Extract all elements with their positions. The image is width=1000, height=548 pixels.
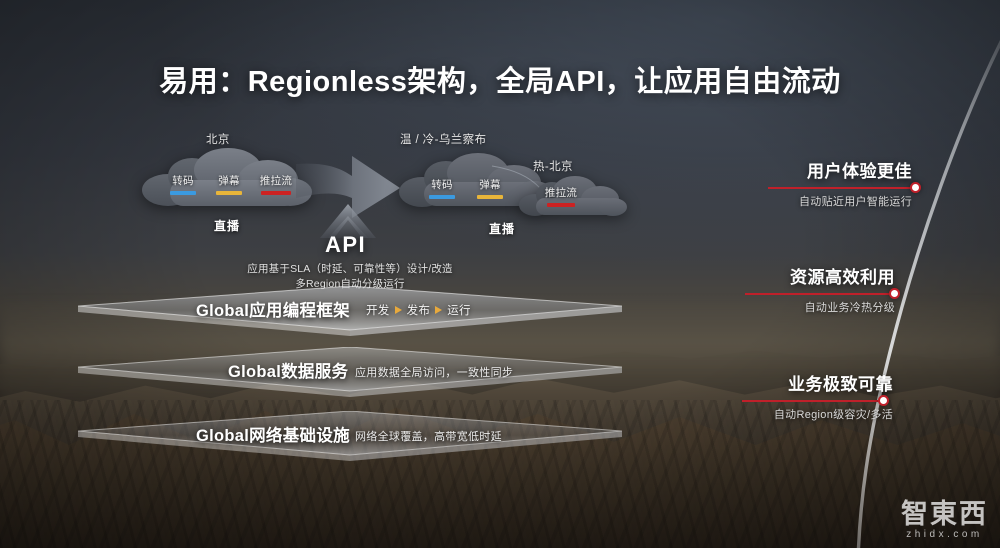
benefit-1: 资源高效利用 自动业务冷热分级 <box>675 263 895 315</box>
flow-step-2: 运行 <box>447 305 471 317</box>
target-secondary-region-label: 热-北京 <box>533 161 573 173</box>
target-primary-chip-1-label: 弹幕 <box>479 179 501 191</box>
watermark-cn-text: 智東西 <box>901 499 988 529</box>
source-chip-0: 转码 <box>166 173 200 195</box>
benefit-1-connector <box>745 293 895 295</box>
source-chip-1: 弹幕 <box>212 173 246 195</box>
source-region-label: 北京 <box>206 134 230 146</box>
flow-arrow-0-icon <box>394 306 402 314</box>
platform-layer-0-title: Global应用编程框架 <box>196 302 350 320</box>
watermark-logo: 智東西 zhidx.com <box>901 499 988 540</box>
api-note-line-2: 多Region自动分级运行 <box>295 278 405 290</box>
source-chip-1-label: 弹幕 <box>218 175 240 187</box>
api-label: API <box>325 232 367 257</box>
flow-step-0: 开发 <box>366 305 390 317</box>
target-primary-region-label: 温 / 冷-乌兰察布 <box>400 134 487 146</box>
page-title: 易用：Regionless架构，全局API，让应用自由流动 <box>159 66 841 98</box>
platform-layer-0-flow: 开发 发布 运行 <box>366 302 471 318</box>
flow-arrow-1-icon <box>435 306 443 314</box>
benefit-1-subtitle: 自动业务冷热分级 <box>804 302 895 314</box>
platform-layer-0-slab <box>78 286 622 338</box>
platform-layer-2-title: Global网络基础设施 <box>196 427 350 445</box>
api-note-line-1: 应用基于SLA（时延、可靠性等）设计/改造 <box>247 263 453 275</box>
target-primary-cloud-icon <box>398 152 558 210</box>
benefit-2-title: 业务极致可靠 <box>788 375 893 394</box>
source-chip-2: 推拉流 <box>254 173 298 195</box>
source-chip-0-label: 转码 <box>172 175 194 187</box>
flow-step-1: 发布 <box>406 305 431 317</box>
target-service-label: 直播 <box>489 222 516 236</box>
platform-layer-2-subtitle: 网络全球覆盖，高带宽低时延 <box>355 431 502 443</box>
target-primary-chip-0: 转码 <box>425 177 459 199</box>
platform-layer-1-slab <box>78 347 622 399</box>
api-note: 应用基于SLA（时延、可靠性等）设计/改造 多Region自动分级运行 <box>180 262 520 292</box>
platform-layer-1-title: Global数据服务 <box>228 363 349 381</box>
benefit-1-title: 资源高效利用 <box>790 268 895 287</box>
target-primary-chip-1: 弹幕 <box>473 177 507 199</box>
benefit-0-subtitle: 自动贴近用户智能运行 <box>799 196 912 208</box>
source-service-label: 直播 <box>214 219 241 233</box>
target-primary-chip-0-label: 转码 <box>431 179 453 191</box>
benefit-2-subtitle: 自动Region级容灾/多活 <box>773 409 893 421</box>
platform-layer-2-slab <box>78 411 622 463</box>
source-chip-2-label: 推拉流 <box>259 175 293 187</box>
watermark-en-text: zhidx.com <box>906 529 983 540</box>
benefit-1-marker[interactable] <box>889 288 900 299</box>
target-secondary-cloud-icon <box>518 175 628 219</box>
up-chevron-icon <box>320 204 376 243</box>
benefit-0-title: 用户体验更佳 <box>807 162 912 181</box>
benefit-0: 用户体验更佳 自动贴近用户智能运行 <box>692 157 912 209</box>
benefit-2: 业务极致可靠 自动Region级容灾/多活 <box>663 370 893 422</box>
target-secondary-chip-0-label: 推拉流 <box>544 187 578 199</box>
platform-layer-1-subtitle: 应用数据全局访问，一致性同步 <box>355 367 514 379</box>
benefit-2-connector <box>742 400 884 402</box>
benefit-0-connector <box>768 187 916 189</box>
target-secondary-chip-0: 推拉流 <box>539 185 583 207</box>
right-arrow-icon <box>296 148 401 231</box>
benefit-2-marker[interactable] <box>878 395 889 406</box>
benefit-0-marker[interactable] <box>910 182 921 193</box>
